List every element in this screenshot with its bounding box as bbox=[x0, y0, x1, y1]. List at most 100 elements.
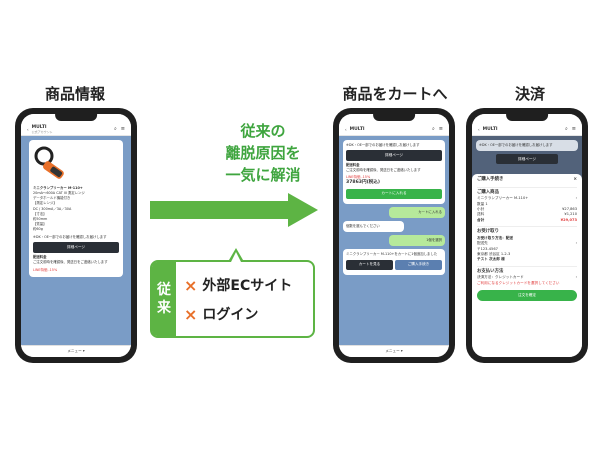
purchase-button[interactable]: ご購入手続き bbox=[395, 259, 442, 270]
payment-method: 決済方法：クレジットカード bbox=[477, 275, 524, 280]
menu-icon[interactable]: ≡ bbox=[571, 126, 576, 132]
subtotal-row: 小計 ¥27,863 bbox=[477, 207, 577, 212]
spec-header: 【質量】 bbox=[33, 221, 47, 226]
product-name: ミニクランプリーカー M-110+ bbox=[33, 186, 83, 191]
callout-item-label: 外部ECサイト bbox=[202, 278, 293, 294]
address-zip: 〒123-4567 bbox=[477, 246, 498, 251]
phone-notch bbox=[373, 114, 415, 121]
item-qty: 数量 1 bbox=[477, 201, 488, 206]
search-icon[interactable]: ⌕ bbox=[113, 126, 117, 132]
app-header: ‹ MULTI 公式アカウント ⌕≡ bbox=[21, 114, 131, 136]
user-message-add-cart: カートに入れる bbox=[388, 207, 445, 219]
address-label: 配送先 bbox=[477, 241, 488, 246]
spec-value: DC / 300mA／3A／30A bbox=[33, 206, 72, 211]
app-header: ‹ MULTI ⌕≡ bbox=[339, 114, 449, 136]
add-to-cart-button[interactable]: カートに入れる bbox=[346, 188, 442, 200]
shipping-label: 送料 bbox=[477, 212, 485, 217]
total-value: ¥29,073 bbox=[560, 217, 577, 222]
search-icon[interactable]: ⌕ bbox=[431, 126, 435, 132]
phone-checkout: ‹ MULTI ⌕≡ ※DK・OE一部でのお届けを確認しお届けします 詳細ページ… bbox=[466, 108, 588, 363]
flow-arrow-head bbox=[288, 193, 318, 227]
section-items: ご購入商品 bbox=[477, 186, 577, 197]
solution-line-2: 離脱原因を bbox=[225, 143, 301, 162]
close-icon[interactable]: × bbox=[573, 177, 577, 182]
total-label: 合計 bbox=[477, 217, 485, 222]
app-header: ‹ MULTI ⌕≡ bbox=[472, 114, 582, 136]
sheet-header: ご購入手続き × bbox=[477, 177, 577, 184]
bottom-menu[interactable]: メニュー ▾ bbox=[21, 345, 131, 357]
section-payment: お支払い方法 bbox=[477, 265, 577, 276]
phone-notch bbox=[506, 114, 548, 121]
chevron-right-icon: › bbox=[575, 241, 577, 246]
chevron-right-icon: › bbox=[575, 196, 577, 201]
product-card: ミニクランプリーカー M-110+ 20mA～600A CAT III 測定レン… bbox=[29, 140, 123, 277]
back-icon[interactable]: ‹ bbox=[345, 126, 347, 132]
section-receive: お受け取り bbox=[477, 226, 577, 236]
callout-item-label: ログイン bbox=[202, 307, 259, 323]
detail-page-button[interactable]: 詳細ページ bbox=[346, 150, 442, 161]
solution-text: 従来の 離脱原因を 一気に解消 bbox=[193, 121, 333, 186]
shipping-title: 配送料金 bbox=[346, 162, 360, 167]
cart-actions: カートを見る ご購入手続き bbox=[346, 258, 442, 272]
cart-confirm-card: ミニクランプリーカー M-110+をカートに1個追加しました カートを見る ご購… bbox=[343, 249, 445, 275]
phone-product-info: ‹ MULTI 公式アカウント ⌕≡ ミニクランプリーカー M-110+ 20m… bbox=[15, 108, 137, 363]
spec-header: 【寸法】 bbox=[33, 211, 47, 216]
heading-add-to-cart: 商品をカートへ bbox=[342, 85, 448, 103]
user-message-quantity: 1個を選択 bbox=[388, 235, 445, 247]
back-icon[interactable]: ‹ bbox=[27, 126, 29, 132]
address-line: 東京都 渋谷区 1-2-3 bbox=[477, 251, 511, 256]
phone-screen: ‹ MULTI 公式アカウント ⌕≡ ミニクランプリーカー M-110+ 20m… bbox=[21, 114, 131, 357]
detail-page-button[interactable]: 詳細ページ bbox=[33, 242, 119, 253]
spec-header: 【測定レンジ】 bbox=[33, 201, 57, 206]
bottom-menu[interactable]: メニュー ▾ bbox=[339, 345, 449, 357]
product-card: ※DK・OE一部でのお届けを確認しお届けします 詳細ページ 配送料金 ご注文前時… bbox=[343, 140, 445, 205]
sheet-title: ご購入手続き bbox=[477, 177, 504, 182]
solution-line-1: 従来の bbox=[240, 122, 286, 140]
heading-product-info: 商品情報 bbox=[44, 85, 105, 103]
subtotal-value: ¥27,863 bbox=[562, 207, 577, 211]
product-price: 37863円(税込) bbox=[346, 179, 380, 185]
spec-value: 約60g bbox=[33, 226, 43, 231]
shipping-row: 送料 ¥1,210 bbox=[477, 212, 577, 217]
product-spec-2: データホールド機能付き bbox=[33, 196, 71, 201]
app-name: MULTI bbox=[482, 126, 498, 132]
delivery-note: ※DK・OE一部でのお届けを確認しお届けします bbox=[33, 235, 107, 240]
phone-notch bbox=[55, 114, 97, 121]
callout-item-external-ec: × 外部ECサイト bbox=[184, 275, 292, 295]
shipping-title: 配送料金 bbox=[33, 254, 47, 259]
app-subtitle: 公式アカウント bbox=[31, 129, 53, 134]
callout-tail-inner bbox=[231, 252, 241, 262]
menu-icon[interactable]: ≡ bbox=[438, 126, 443, 132]
item-name: ミニクランプリーカー M-110+ bbox=[477, 196, 529, 201]
receive-method: お受け取り方法：配送 bbox=[477, 235, 513, 240]
shipping-text: ご注文前時を確認後、発送日をご連絡いたします bbox=[33, 259, 108, 264]
app-name: MULTI bbox=[349, 126, 365, 132]
detail-page-button[interactable]: 詳細ページ bbox=[496, 154, 558, 165]
callout-item-login: × ログイン bbox=[184, 304, 258, 324]
phone-screen: ‹ MULTI ⌕≡ ※DK・OE一部でのお届けを確認しお届けします 詳細ページ… bbox=[339, 114, 449, 357]
app-name: MULTI bbox=[31, 124, 47, 130]
menu-icon[interactable]: ≡ bbox=[120, 126, 125, 132]
confirm-order-button[interactable]: 注文を確定 bbox=[477, 290, 577, 301]
delivery-note: ※DK・OE一部でのお届けを確認しお届けします bbox=[476, 140, 578, 152]
payment-warning: ご利用になるクレジットカードを選択してください bbox=[477, 280, 560, 285]
item-row[interactable]: ミニクランプリーカー M-110+ 数量 1 › bbox=[477, 196, 577, 207]
address-row[interactable]: 配送先 〒123-4567 東京都 渋谷区 1-2-3 テスト 次太郎 様 › bbox=[477, 241, 577, 263]
chat-area: ミニクランプリーカー M-110+ 20mA～600A CAT III 測定レン… bbox=[21, 136, 131, 345]
payment-row[interactable]: 決済方法：クレジットカード ご利用になるクレジットカードを選択してください › bbox=[477, 275, 577, 286]
callout-side-char-2: 来 bbox=[157, 300, 171, 316]
back-icon[interactable]: ‹ bbox=[478, 126, 480, 132]
view-cart-button[interactable]: カートを見る bbox=[346, 259, 393, 270]
spec-value: 約50mm bbox=[33, 216, 48, 221]
callout-side-label: 従 来 bbox=[152, 262, 176, 336]
subtotal-label: 小計 bbox=[477, 207, 485, 211]
flow-arrow-shaft bbox=[150, 201, 290, 219]
product-spec-1: 20mA～600A CAT III 測定レンジ bbox=[33, 191, 85, 196]
bot-message-quantity: 個数を選んでください bbox=[343, 221, 405, 233]
shipping-value: ¥1,210 bbox=[564, 212, 577, 217]
delivery-note: ※DK・OE一部でのお届けを確認しお届けします bbox=[346, 143, 420, 147]
phone-screen: ‹ MULTI ⌕≡ ※DK・OE一部でのお届けを確認しお届けします 詳細ページ… bbox=[472, 114, 582, 357]
search-icon[interactable]: ⌕ bbox=[564, 126, 568, 132]
address-name: テスト 次太郎 様 bbox=[477, 257, 505, 262]
previous-issues-callout: 従 来 × 外部ECサイト × ログイン bbox=[150, 260, 315, 338]
